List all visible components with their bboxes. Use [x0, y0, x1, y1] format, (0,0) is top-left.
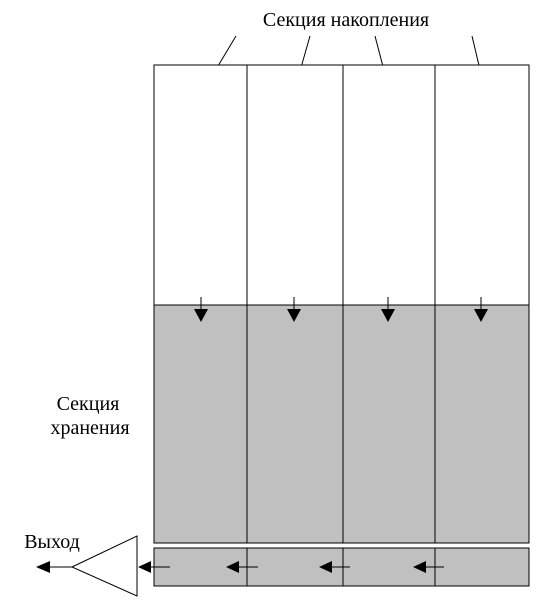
storage-section	[153, 304, 530, 544]
shift-arrow-1	[138, 561, 170, 573]
accumulation-section	[153, 64, 530, 306]
shift-arrow-4	[413, 561, 444, 573]
down-arrow-2	[287, 297, 301, 322]
down-arrow-1	[194, 297, 208, 322]
output-label: Выход	[24, 531, 80, 553]
accumulation-section-label: Секция накопления	[263, 9, 429, 31]
storage-section-label-line1: Секция	[57, 393, 120, 415]
register-shift-arrows	[138, 561, 444, 573]
shift-arrow-2	[226, 561, 258, 573]
column-dividers	[246, 65, 436, 543]
down-arrow-3	[381, 297, 395, 322]
down-arrow-4	[474, 297, 488, 322]
storage-section-label-line2: хранения	[50, 417, 129, 439]
transfer-down-arrows	[194, 297, 488, 322]
output-amplifier	[70, 535, 138, 597]
shift-arrow-3	[319, 561, 350, 573]
output-arrow	[36, 561, 72, 573]
